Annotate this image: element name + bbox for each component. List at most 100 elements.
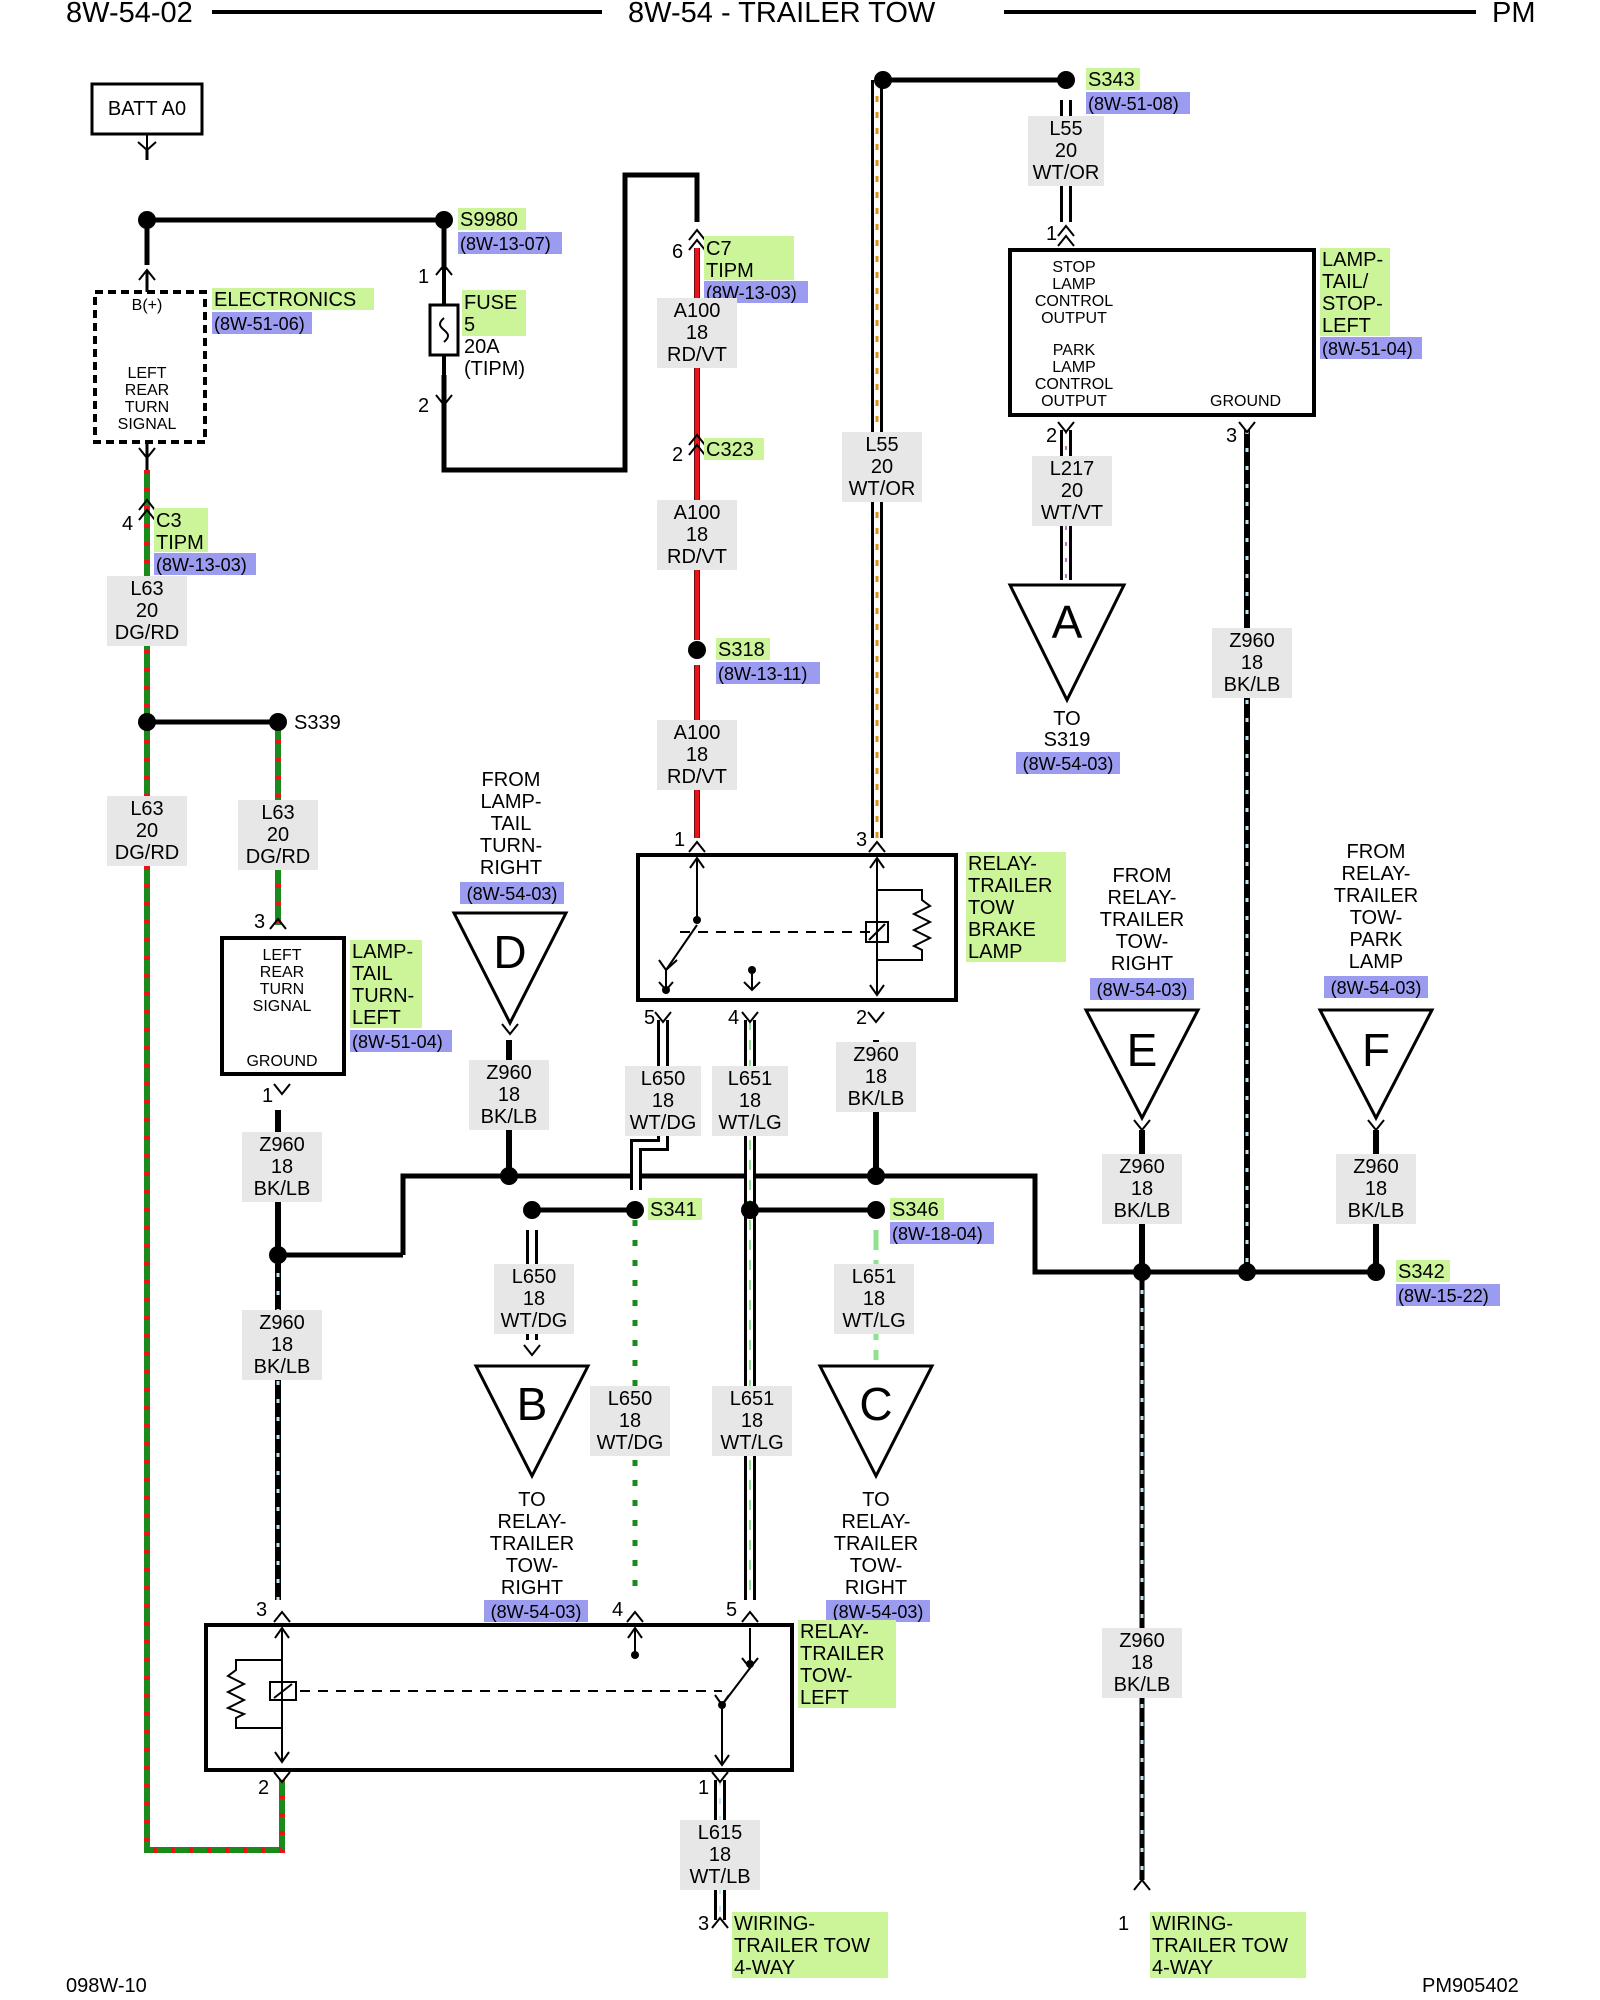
wire-gauge: 18 [686, 322, 708, 344]
wire-label-l63-right: L63 20 DG/RD [238, 800, 318, 870]
electronics-pin: B(+) [132, 297, 163, 314]
wire-gauge: 18 [686, 524, 708, 546]
splice-s318[interactable]: S318 (8W-13-11) [716, 638, 820, 684]
lamp-tail-stop-left[interactable]: 1 STOP LAMP CONTROL OUTPUT PARK LAMP CON… [1008, 223, 1422, 447]
relay-brake-pin4: 4 [728, 1007, 739, 1029]
c7-line1: C7 [706, 238, 732, 260]
relay-left-name: TOW- [800, 1665, 853, 1687]
electronics-module[interactable]: B(+) LEFT REAR TURN SIGNAL ELECTRONICS (… [93, 268, 374, 470]
lamp-stop-name: STOP- [1322, 293, 1383, 315]
relay-trailer-tow-left[interactable]: 3 4 5 2 1 RELAY- TRAILER TOW- LEFT [204, 1599, 896, 1799]
wire-color: BK/LB [1114, 1200, 1171, 1222]
wiring-line: 4-WAY [1152, 1957, 1213, 1979]
s341-name: S341 [650, 1199, 697, 1221]
wire-label-z960-e: Z960 18 BK/LB [1102, 1154, 1182, 1224]
relay-brake-pin1: 1 [674, 829, 685, 851]
fuse-pin-top: 1 [418, 266, 429, 288]
lamp-turn-line: TURN [260, 981, 304, 998]
s343-name: S343 [1088, 69, 1135, 91]
connector-c323[interactable]: 2 C323 [672, 433, 764, 466]
lamp-stop-name: LAMP- [1322, 249, 1383, 271]
wiring-pin3: 3 [698, 1913, 709, 1935]
lamp-turn-name: TAIL [352, 963, 393, 985]
wiring-line: 4-WAY [734, 1957, 795, 1979]
connector-c7[interactable]: 6 C7 TIPM (8W-13-03) [672, 228, 808, 303]
lamp-turn-ground: GROUND [246, 1053, 317, 1070]
offpage-f-ref: (8W-54-03) [1331, 978, 1422, 998]
page-title: 8W-54 - TRAILER TOW [628, 0, 936, 29]
relay-left-pin4: 4 [612, 1599, 623, 1621]
splice-s342[interactable]: S342 (8W-15-22) [1396, 1260, 1500, 1306]
splice-s343[interactable]: S343 (8W-51-08) [1086, 68, 1190, 114]
stop-line: STOP [1052, 259, 1095, 276]
wire-label-l63-c3: L63 20 DG/RD [107, 576, 187, 646]
offpage-e-line: RELAY- [1108, 887, 1177, 909]
offpage-d-ref: (8W-54-03) [467, 884, 558, 904]
offpage-e[interactable]: FROM RELAY- TRAILER TOW- RIGHT (8W-54-03… [1083, 865, 1201, 1132]
batt-a0-box: BATT A0 [90, 82, 204, 160]
wire-id: Z960 [1119, 1630, 1165, 1652]
wire-gauge: 20 [267, 824, 289, 846]
page-footer: 098W-10 PM905402 [66, 1975, 1519, 1997]
fuse-source: (TIPM) [464, 358, 525, 380]
offpage-f-line: RELAY- [1342, 863, 1411, 885]
s9980-name: S9980 [460, 209, 518, 231]
relay-brake-name: BRAKE [968, 919, 1036, 941]
offpage-d[interactable]: FROM LAMP- TAIL TURN- RIGHT (8W-54-03) D [451, 769, 569, 1036]
page-header: 8W-54-02 8W-54 - TRAILER TOW PM [66, 0, 1536, 29]
splice-s9980[interactable]: S9980 (8W-13-07) [458, 208, 562, 254]
offpage-b-line: TRAILER [490, 1533, 574, 1555]
offpage-d-line: RIGHT [480, 857, 542, 879]
offpage-d-line: TURN- [480, 835, 542, 857]
wire-color: BK/LB [254, 1178, 311, 1200]
wire-label-z960-f: Z960 18 BK/LB [1336, 1154, 1416, 1224]
wiring-line: TRAILER TOW [1152, 1935, 1288, 1957]
connector-c3[interactable]: 4 C3 TIPM (8W-13-03) [122, 498, 256, 575]
splice-s341[interactable]: S341 [648, 1198, 702, 1221]
batt-label: BATT A0 [108, 98, 186, 120]
wire-id: L63 [130, 578, 163, 600]
wire-color: BK/LB [254, 1356, 311, 1378]
relay-left-name: TRAILER [800, 1643, 884, 1665]
offpage-a-ref: (8W-54-03) [1023, 754, 1114, 774]
wiring-trailer-tow-connector-left[interactable]: 3 WIRING- TRAILER TOW 4-WAY [698, 1912, 888, 1979]
offpage-c[interactable]: C TO RELAY- TRAILER TOW- RIGHT (8W-54-03… [817, 1364, 935, 1622]
wire-label-l651-c: L651 18 WT/LG [834, 1264, 914, 1334]
wire-color: WT/OR [1033, 162, 1100, 184]
splice-dots [138, 71, 1385, 1281]
offpage-c-line: TO [862, 1489, 889, 1511]
splice-s339[interactable]: S339 [294, 712, 341, 734]
offpage-b-letter: B [517, 1378, 548, 1430]
wire-id: L650 [641, 1068, 686, 1090]
offpage-b[interactable]: B TO RELAY- TRAILER TOW- RIGHT (8W-54-03… [473, 1344, 591, 1622]
fuse-5[interactable]: 1 2 FUSE 5 20A (TIPM) [418, 263, 526, 470]
offpage-b-ref: (8W-54-03) [491, 1602, 582, 1622]
splice-s346[interactable]: S346 (8W-18-04) [890, 1198, 994, 1244]
lamp-stop-ref: (8W-51-04) [1322, 339, 1413, 359]
stop-line: CONTROL [1035, 293, 1113, 310]
wire-color: RD/VT [667, 766, 727, 788]
relay-trailer-tow-brake-lamp[interactable]: 1 3 5 4 2 RELAY- TRAILER TOW BRAKE L [636, 829, 1066, 1029]
wire-color: BK/LB [1114, 1674, 1171, 1696]
wire-id: Z960 [486, 1062, 532, 1084]
wire-gauge: 18 [652, 1090, 674, 1112]
relay-left-name: RELAY- [800, 1621, 869, 1643]
wire-id: L217 [1050, 458, 1095, 480]
lamp-tail-turn-left[interactable]: 3 LEFT REAR TURN SIGNAL GROUND 1 LAMP- T… [220, 911, 452, 1107]
offpage-f[interactable]: FROM RELAY- TRAILER TOW- PARK LAMP (8W-5… [1317, 841, 1435, 1132]
wiring-trailer-tow-connector-right[interactable]: 1 WIRING- TRAILER TOW 4-WAY [1118, 1878, 1306, 1979]
electronics-ref: (8W-51-06) [214, 314, 305, 334]
offpage-a[interactable]: A TO S319 (8W-54-03) [1007, 583, 1127, 774]
wire-id: L63 [130, 798, 163, 820]
wire-label-z960-relay: Z960 18 BK/LB [836, 1042, 916, 1112]
wire-label-l55-top: L55 20 WT/OR [1028, 116, 1104, 186]
c3-ref: (8W-13-03) [156, 555, 247, 575]
wire-color: WT/DG [597, 1432, 664, 1454]
wire-color: WT/LG [842, 1310, 905, 1332]
wire-labels: L55 20 WT/OR L55 20 WT/OR A100 18 RD/VT … [107, 116, 1416, 1890]
offpage-c-line: TRAILER [834, 1533, 918, 1555]
wire-gauge: 18 [739, 1090, 761, 1112]
lamp-turn-name: LAMP- [352, 941, 413, 963]
electronics-name: ELECTRONICS [214, 289, 356, 311]
offpage-c-ref: (8W-54-03) [833, 1602, 924, 1622]
